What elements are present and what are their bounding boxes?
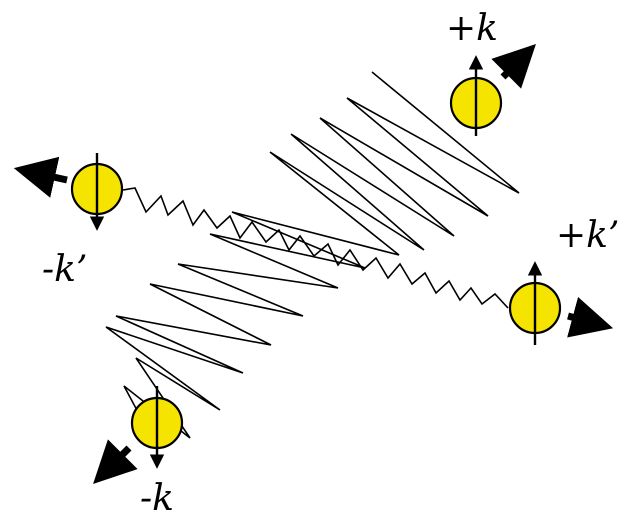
momentum-arrow-icon — [567, 296, 614, 338]
momentum-arrow-icon — [13, 156, 68, 198]
particle-top-right: +k — [446, 8, 536, 136]
particle-bottom-left: -k — [93, 386, 184, 518]
label-minus-k: -k — [140, 478, 174, 518]
large-zigzag-wave — [105, 71, 520, 445]
label-minus-k-prime: -k’ — [42, 249, 87, 290]
momentum-arrow-icon — [93, 439, 138, 484]
small-zigzag-line — [122, 187, 509, 309]
particle-right: +k’ — [508, 215, 619, 345]
particle-left: -k’ — [13, 153, 124, 290]
momentum-arrow-icon — [491, 44, 536, 89]
label-plus-k-prime: +k’ — [556, 215, 619, 256]
label-plus-k: +k — [446, 8, 498, 49]
